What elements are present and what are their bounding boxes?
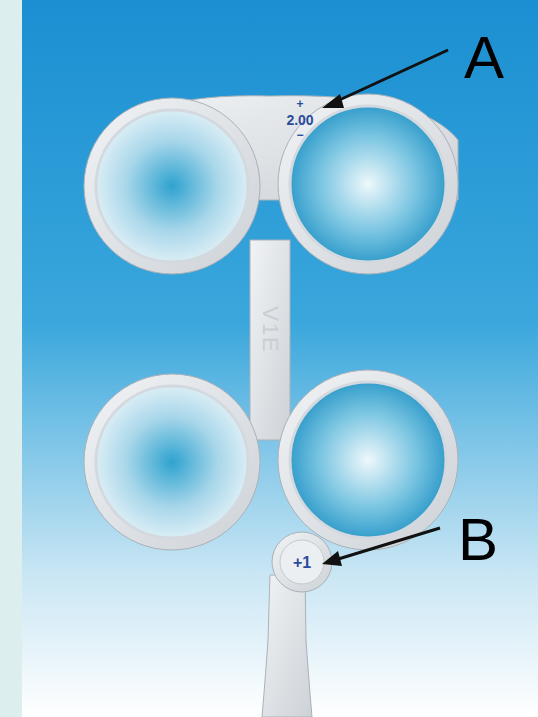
callout-letter: B	[458, 510, 498, 570]
callout-letter: A	[464, 28, 504, 88]
power-value: +1	[293, 555, 311, 571]
leader-arrows	[335, 50, 448, 560]
plus-sign: +	[296, 98, 303, 110]
flipper-frame	[84, 94, 458, 717]
label-disc	[280, 540, 324, 584]
background	[22, 0, 538, 717]
stem-mark: V1E	[259, 306, 281, 354]
lenses	[96, 106, 446, 538]
arrowheads	[322, 94, 344, 566]
power-value: 2.00	[286, 113, 313, 127]
minus-sign: −	[296, 129, 303, 141]
